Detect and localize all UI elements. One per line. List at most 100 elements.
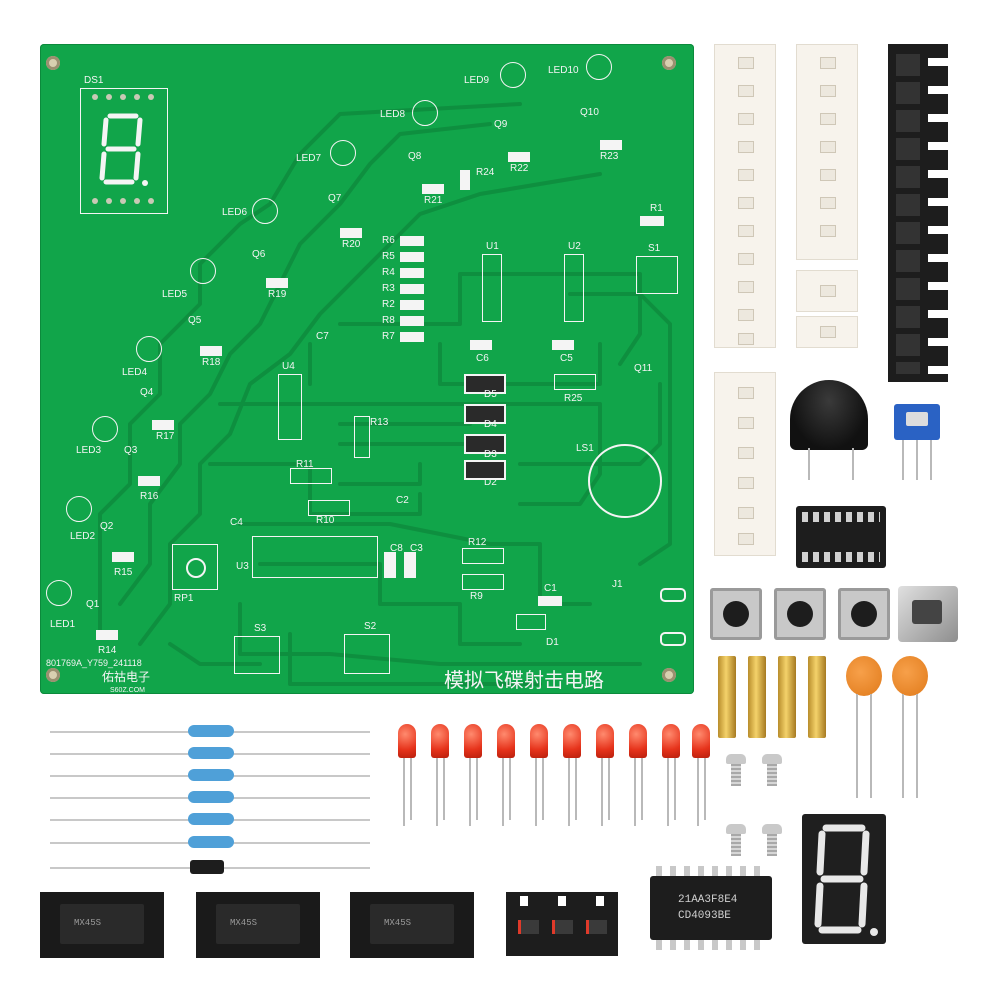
diode-label: D5	[484, 389, 497, 400]
cap-label: C7	[316, 331, 329, 342]
transistor-label: Q6	[252, 249, 266, 260]
resistor-footprint	[462, 574, 504, 590]
led-label: LED5	[162, 289, 188, 300]
led-footprint	[46, 580, 72, 606]
dip-ic: 21AA3F8E4 CD4093BE	[650, 866, 772, 950]
switch-footprint	[636, 256, 678, 294]
ic-marking: 21AA3F8E4	[678, 894, 738, 906]
led-footprint	[500, 62, 526, 88]
resistor-label: R16	[140, 491, 159, 502]
red-led	[662, 724, 680, 758]
resistor-label: R20	[342, 239, 361, 250]
red-led	[398, 724, 416, 758]
led-footprint	[190, 258, 216, 284]
smd-tape-reel	[796, 316, 858, 348]
smd-tape-reel	[714, 372, 776, 556]
cap-label: C1	[544, 583, 557, 594]
red-led	[563, 724, 581, 758]
cap-label: C4	[230, 517, 243, 528]
ic-footprint-u4	[278, 374, 302, 440]
cap-label: C3	[410, 543, 423, 554]
brand-url: S60Z.COM	[110, 687, 146, 694]
smd-resistor	[422, 184, 444, 194]
smd-resistor	[600, 140, 622, 150]
transistor-label: Q1	[86, 599, 100, 610]
mounting-hole	[662, 668, 676, 682]
led-label: LED4	[122, 367, 148, 378]
screw	[726, 754, 746, 764]
display-footprint	[80, 88, 168, 214]
resistor	[188, 769, 234, 781]
switch-label: S3	[254, 623, 267, 634]
ic-footprint-u3	[252, 536, 378, 578]
screw	[762, 754, 782, 764]
diode-label: D1	[546, 637, 559, 648]
transistor-label: Q4	[140, 387, 154, 398]
led-footprint	[330, 140, 356, 166]
transistor-label: Q2	[100, 521, 114, 532]
ic-tape: MX45S	[196, 892, 320, 958]
led-footprint	[412, 100, 438, 126]
mounting-hole	[46, 668, 60, 682]
resistor	[188, 836, 234, 848]
cap-label: C6	[476, 353, 489, 364]
red-led	[530, 724, 548, 758]
smd-resistor	[340, 228, 362, 238]
pot-circle	[186, 558, 206, 578]
led-label: LED7	[296, 153, 322, 164]
resistor-label: R10	[316, 515, 335, 526]
jack-pad	[660, 588, 686, 602]
led-footprint	[136, 336, 162, 362]
board-title: 模拟飞碟射击电路	[444, 668, 604, 692]
resistor-label: R11	[296, 459, 314, 470]
diode-label: D4	[484, 419, 497, 430]
red-led	[464, 724, 482, 758]
smd-tape-reel	[796, 270, 858, 312]
diode-label: D3	[484, 449, 497, 460]
transistor-label: Q8	[408, 151, 422, 162]
led-label: LED1	[50, 619, 76, 630]
led-footprint	[66, 496, 92, 522]
jack-label: J1	[612, 579, 623, 590]
mounting-hole	[46, 56, 60, 70]
red-led	[497, 724, 515, 758]
ic-tape: MX45S	[40, 892, 164, 958]
brand-name: 佑祜电子	[102, 670, 151, 684]
cap-label: C2	[396, 495, 409, 506]
led-label: LED3	[76, 445, 102, 456]
smd-capacitor	[384, 552, 396, 578]
brass-standoff	[808, 656, 826, 738]
switch-label: S1	[648, 243, 661, 254]
smd-capacitor	[538, 596, 562, 606]
transistor-label: Q10	[580, 107, 599, 118]
red-led	[431, 724, 449, 758]
resistor-label: R21	[424, 195, 443, 206]
smd-resistor	[96, 630, 118, 640]
resistor-label: R22	[510, 163, 529, 174]
smd-resistor	[112, 552, 134, 562]
resistor-label: R14	[98, 645, 117, 656]
ic-footprint-u1	[482, 254, 502, 322]
smd-tape-reel	[714, 44, 776, 348]
switch-footprint	[234, 636, 280, 674]
brass-standoff	[748, 656, 766, 738]
ceramic-capacitor	[892, 656, 928, 696]
cap-label: C8	[390, 543, 403, 554]
resistor-footprint	[308, 500, 350, 516]
transistor-label: Q11	[634, 363, 653, 374]
ic-label: U2	[568, 241, 581, 252]
smd-resistor	[266, 278, 288, 288]
ic-marking: MX45S	[384, 918, 412, 928]
led-footprint	[586, 54, 612, 80]
buzzer-label: LS1	[576, 443, 594, 454]
ic-socket	[796, 506, 886, 568]
resistor-label: R19	[268, 289, 287, 300]
resistor-label: R1	[650, 203, 663, 214]
cap-label: C5	[560, 353, 573, 364]
screw	[726, 824, 746, 834]
ic-label: U4	[282, 361, 295, 372]
buzzer-footprint	[588, 444, 662, 518]
ic-label: U1	[486, 241, 499, 252]
smd-capacitor	[470, 340, 492, 350]
led-label: LED2	[70, 531, 96, 542]
